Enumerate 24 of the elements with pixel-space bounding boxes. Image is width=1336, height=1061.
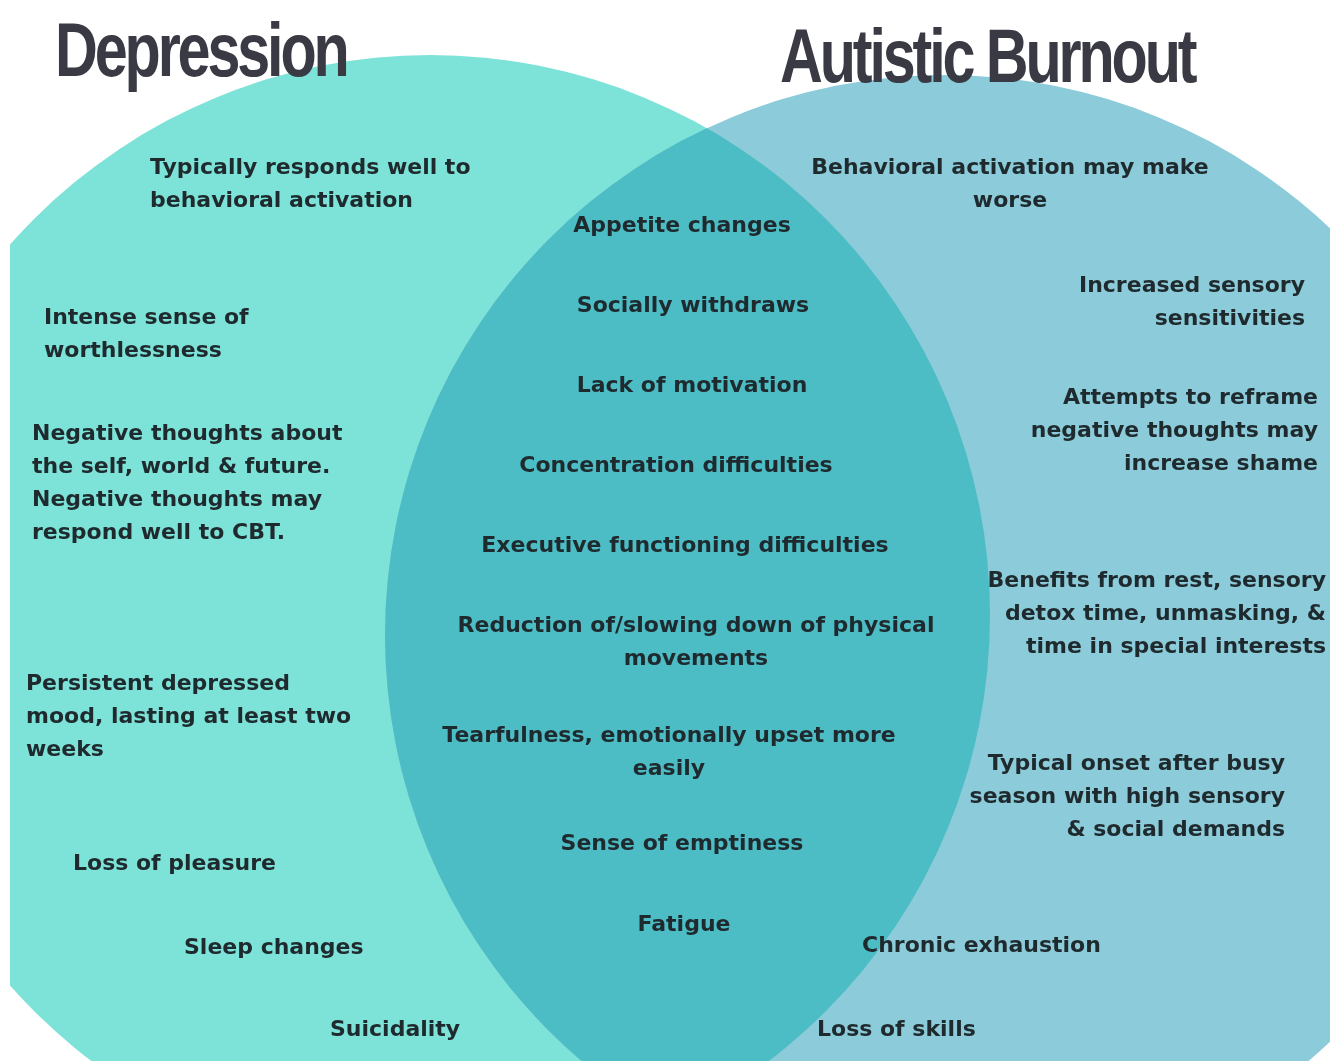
- symptom-text: Socially withdraws: [575, 291, 811, 319]
- venn-title: Autistic Burnout: [780, 18, 1195, 94]
- symptom-text: Sleep changes: [184, 933, 365, 961]
- symptom-text: Loss of pleasure: [73, 849, 277, 877]
- symptom-text: Typical onset after busy season with high sensory & social demands: [968, 749, 1285, 843]
- symptom-text: Lack of motivation: [575, 371, 809, 399]
- symptom-text: Concentration difficulties: [518, 451, 834, 479]
- symptom-text: Appetite changes: [572, 211, 792, 239]
- symptom-text: Chronic exhaustion: [862, 931, 1102, 959]
- symptom-text: Attempts to reframe negative thoughts may increase shame: [1029, 383, 1318, 477]
- symptom-text: Reduction of/slowing down of physical movements: [456, 611, 936, 672]
- symptom-text: Negative thoughts about the self, world & future. Negative thoughts may respond well to CBT.: [32, 419, 344, 546]
- symptom-text: Sense of emptiness: [559, 829, 805, 857]
- symptom-text: Benefits from rest, sensory detox time, unmasking, & time in special interests: [986, 566, 1326, 660]
- symptom-text: Persistent depressed mood, lasting at least two weeks: [26, 669, 353, 763]
- symptom-text: Increased sensory sensitivities: [1078, 271, 1305, 332]
- symptom-text: Suicidality: [330, 1015, 462, 1043]
- symptom-text: Executive functioning difficulties: [480, 531, 890, 559]
- symptom-text: Behavioral activation may make worse: [810, 153, 1210, 214]
- symptom-text: Tearfulness, emotionally upset more easily: [441, 721, 897, 782]
- symptom-text: Fatigue: [636, 910, 732, 938]
- symptom-text: Loss of skills: [817, 1015, 977, 1043]
- symptom-text: Typically responds well to behavioral activation: [150, 153, 472, 214]
- symptom-text: Intense sense of worthlessness: [44, 303, 250, 364]
